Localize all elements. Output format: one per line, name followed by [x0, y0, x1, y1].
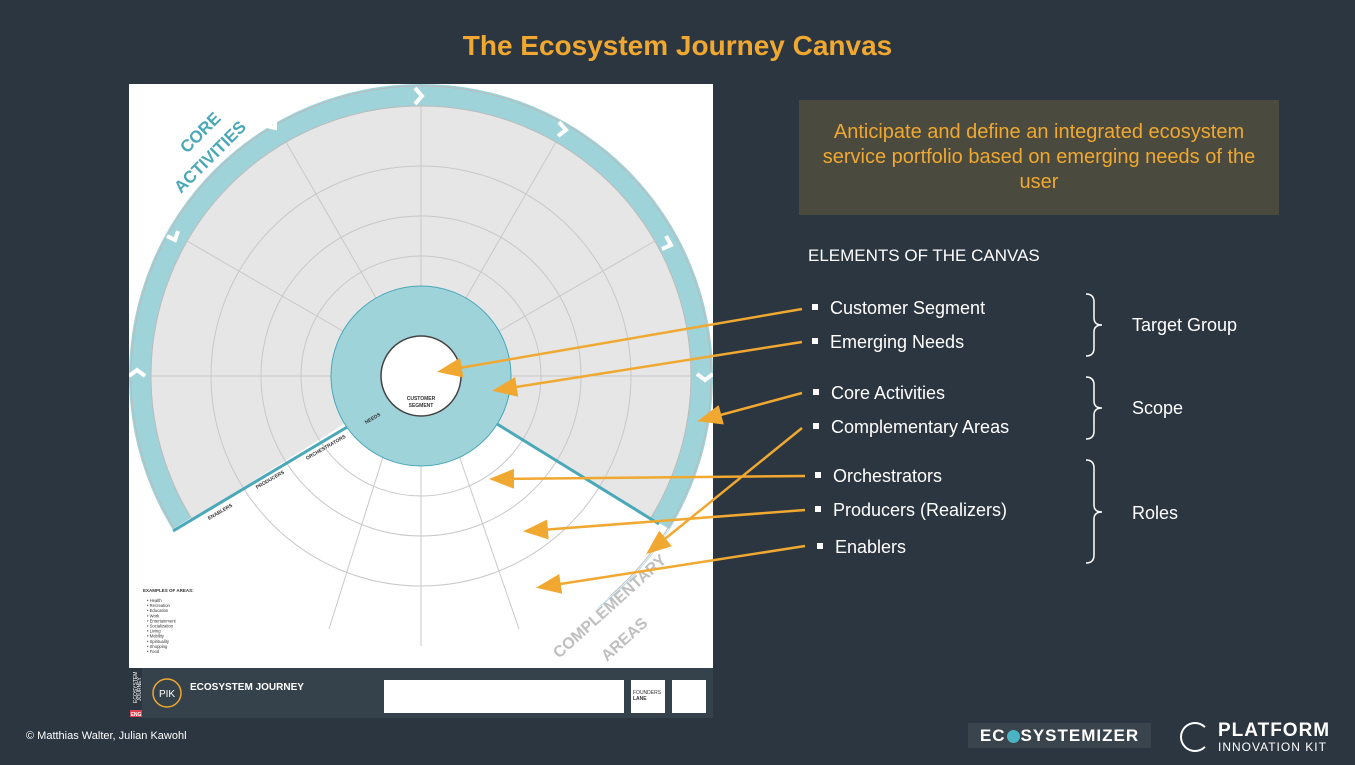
pik-logo-line-1: PLATFORM: [1218, 720, 1331, 741]
example-area-item: • Recreation: [147, 603, 171, 608]
element-complementary-areas: Complementary Areas: [813, 417, 1009, 438]
example-area-item: • Mobility: [147, 634, 165, 639]
element-label: Producers (Realizers): [833, 500, 1008, 520]
element-enablers: Enablers: [817, 537, 906, 558]
complementary-sector-area: [173, 376, 659, 680]
elements-heading: ELEMENTS OF THE CANVAS: [808, 246, 1040, 265]
footer-title: ECOSYSTEM JOURNEY: [190, 682, 304, 693]
arrow-emerging-needs: [492, 340, 803, 397]
page-title: The Ecosystem Journey Canvas: [462, 30, 893, 61]
canvas-footer-graphic: ECOSYSTEM JOURNEY ENG PIK ECOSYSTEM JOUR…: [129, 668, 706, 718]
element-label: Core Activities: [831, 383, 946, 403]
footer-lang-badge: [130, 710, 142, 717]
bullet-icon: [815, 472, 821, 479]
arrow-complementary-areas: [646, 427, 803, 555]
pik-logo-line-2: INNOVATION KIT: [1218, 740, 1327, 754]
footer-side-strip: [129, 668, 142, 718]
group-target-group: Target Group: [1132, 315, 1238, 335]
footer-pik-logo-text: PIK: [159, 689, 175, 700]
element-core-activities: Core Activities: [813, 383, 945, 404]
element-label: Enablers: [835, 537, 907, 557]
pik-circle-icon: [1180, 722, 1210, 752]
footer-pik-logo: [152, 678, 182, 708]
bullet-icon: [815, 506, 821, 513]
arrow-producers: [523, 508, 806, 540]
bullet-icon: [817, 543, 823, 550]
group-roles: Roles: [1132, 503, 1179, 523]
example-area-item: • Health: [147, 598, 162, 603]
example-area-item: • Living: [147, 629, 161, 634]
element-producers: Producers (Realizers): [815, 500, 1007, 521]
separator-right: [488, 417, 660, 526]
bracket-target-group: [1085, 293, 1103, 357]
logo-dot-icon: [1006, 730, 1020, 743]
chevron-icons: [129, 86, 713, 383]
callout-box: Anticipate and define an integrated ecos…: [799, 100, 1279, 215]
footer-lang: ENG: [131, 712, 142, 718]
footer-founders-2: LANE: [633, 696, 647, 702]
ecosystemizer-logo-part-2: SYSTEMIZER: [1020, 725, 1140, 745]
examples-list: • Health• Recreation• Education• Work• E…: [147, 598, 177, 654]
customer-segment-label-1: CUSTOMER: [407, 396, 436, 402]
footer-founders-1: FOUNDERS: [633, 690, 662, 696]
bullet-icon: [812, 304, 818, 311]
ecosystemizer-logo-part-1: EC: [979, 725, 1006, 745]
element-orchestrators: Orchestrators: [815, 466, 942, 487]
arrow-customer-segment: [437, 307, 803, 378]
footer-side-label-2: JOURNEY: [137, 676, 143, 701]
example-area-item: • Work: [147, 613, 160, 618]
footer-founders-box: [631, 680, 665, 713]
customer-segment-label-2: SEGMENT: [409, 403, 434, 409]
bracket-scope: [1085, 376, 1103, 440]
example-area-item: • Education: [147, 608, 169, 613]
element-emerging-needs: Emerging Needs: [812, 332, 964, 353]
callout-text: Anticipate and define an integrated ecos…: [822, 121, 1256, 193]
element-label: Customer Segment: [830, 298, 986, 318]
element-label: Complementary Areas: [831, 417, 1010, 437]
arrow-core-activities: [697, 391, 803, 425]
footer-notes-box: [384, 680, 624, 713]
separator-left: [172, 412, 370, 533]
arrow-enablers: [536, 544, 806, 594]
element-label: Orchestrators: [833, 466, 943, 486]
examples-title: EXAMPLES OF AREAS:: [143, 588, 194, 593]
ecosystemizer-logo: EC SYSTEMIZER: [968, 723, 1151, 748]
bullet-icon: [813, 423, 819, 430]
copyright: © Matthias Walter, Julian Kawohl: [26, 730, 187, 742]
arrow-orchestrators: [489, 468, 806, 489]
canvas-footer: ECOSYSTEM JOURNEY ENG PIK ECOSYSTEM JOUR…: [129, 668, 713, 718]
ecosystem-journey-canvas: CORE ACTIVITIES COMPLEMENTARY AREAS CUST…: [129, 84, 713, 718]
example-area-item: • Shopping: [147, 644, 168, 649]
platform-innovation-kit-logo: PLATFORM INNOVATION KIT: [1180, 720, 1340, 756]
bullet-icon: [812, 338, 818, 345]
element-label: Emerging Needs: [830, 332, 965, 352]
element-customer-segment: Customer Segment: [812, 298, 985, 319]
bracket-roles: [1085, 459, 1103, 564]
bullet-icon: [813, 389, 819, 396]
group-scope: Scope: [1132, 398, 1184, 418]
footer-extra-box: [672, 680, 706, 713]
example-area-item: • Food: [147, 649, 160, 654]
canvas-diagram: CORE ACTIVITIES COMPLEMENTARY AREAS CUST…: [129, 84, 713, 680]
example-area-item: • Socialization: [147, 624, 174, 629]
example-area-item: • Entertainment: [147, 618, 177, 623]
example-area-item: • Spirituality: [147, 639, 170, 644]
footer-side-label-1: ECOSYSTEM: [133, 672, 139, 703]
